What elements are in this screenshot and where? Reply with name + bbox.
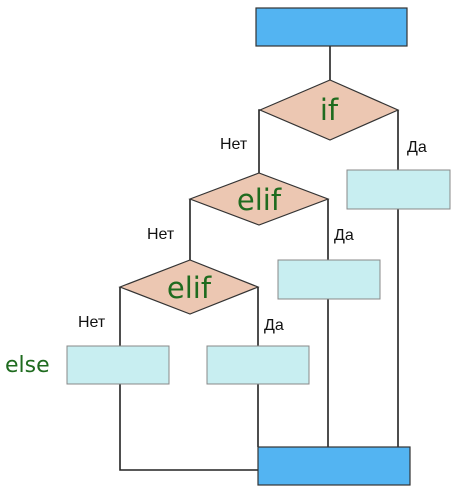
edge-label-if-yes: Да: [407, 139, 427, 156]
start-block: [255, 7, 408, 47]
decision-elif-2: [118, 259, 260, 315]
process-elif-2-yes: [206, 345, 310, 385]
edge-label-elif-1-no: Нет: [147, 226, 175, 243]
decision-elif-1-label: elif: [237, 183, 282, 217]
decision-elif-1: [188, 172, 330, 226]
decision-elif-2-label: elif: [167, 271, 212, 305]
else-label: else: [5, 353, 50, 378]
connectors: [119, 45, 399, 471]
end-block: [257, 446, 411, 486]
decision-if-label: if: [320, 93, 339, 127]
connector-if-no: [258, 109, 260, 173]
edge-label-elif-2-yes: Да: [264, 317, 284, 334]
edge-label-elif-2-no: Нет: [78, 314, 106, 331]
edge-label-if-no: Нет: [220, 136, 248, 153]
process-else: [66, 345, 170, 385]
process-if-yes: [346, 169, 451, 210]
edge-label-elif-1-yes: Да: [334, 227, 354, 244]
process-elif-1-yes: [277, 259, 381, 300]
decision-if: [258, 79, 400, 141]
connector-else-bottom: [119, 384, 258, 471]
